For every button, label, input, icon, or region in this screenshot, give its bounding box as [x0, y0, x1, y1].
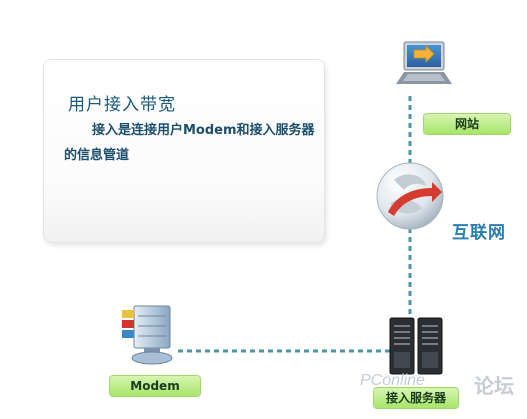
access-server-label: 接入服务器	[374, 388, 458, 408]
globe-icon	[374, 160, 446, 236]
card-description: 接入是连接用户Modem和接入服务器的信息管道	[64, 123, 315, 163]
modem-label: Modem	[110, 376, 200, 396]
server-icon	[388, 316, 444, 380]
watermark-brand: PConline	[360, 372, 425, 389]
modem-icon	[118, 302, 184, 372]
laptop-icon	[396, 40, 452, 94]
internet-label: 互联网	[452, 223, 506, 243]
card-title: 用户接入带宽	[68, 95, 176, 115]
website-label: 网站	[424, 114, 510, 134]
info-card: 用户接入带宽 接入是连接用户Modem和接入服务器的信息管道	[44, 60, 324, 242]
watermark-forum: 论坛	[474, 374, 514, 398]
